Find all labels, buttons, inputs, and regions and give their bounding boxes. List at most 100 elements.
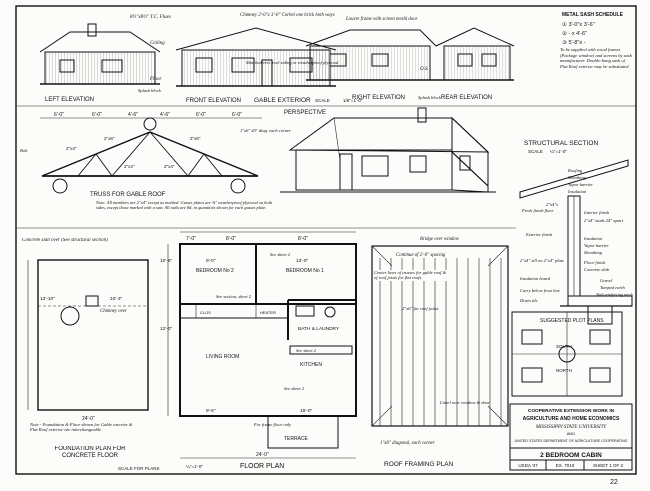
roof-framing-drawing [371,245,509,427]
section-label-2x4: 2"x4"s [546,202,558,207]
note-louvre: Louvre frame with screen meshl door [345,17,418,22]
section-label-studs: 2"x4" studs 24" apart [584,218,624,223]
front-elevation-label: FRONT ELEVATION [186,98,241,104]
elevation-scale-label: SCALE [315,98,330,103]
floor-dim-8: 9'-6" [206,408,216,414]
title-cell-usda: USDA '47 [518,463,538,468]
section-label-insulation-board: Insulation board [519,276,551,281]
floor-note-sheet2-b: See sheet 2 [296,348,317,353]
section-label-drain-tile: Drain tile [519,298,538,303]
floor-dim-3: 8'-0" [298,236,308,242]
section-label-sheathing: Sheathing [568,175,587,180]
room-kitchen: KITCHEN [300,362,322,368]
perspective-title: PERSPECTIVE [284,110,326,116]
right-elevation [305,29,437,81]
section-label-insulation: Insulation [567,189,587,194]
section-scale-label: SCALE [528,149,543,154]
note-chimney: Chimney 2'-0"x 3'-0" Corbel one brick bo… [240,13,335,18]
roof-corner-diagonals [371,245,509,427]
roof-note-diagonal: 1"x6" diagonal, each corner [380,441,435,446]
truss-label-3: 2"x4" [124,164,135,169]
rear-elevation [435,27,515,81]
truss-dim-1: 6'-0" [54,112,64,118]
left-elevation [39,23,161,85]
truss-dim-5: 6'-0" [196,112,206,118]
note-floor: Floor [149,77,161,82]
section-label-roofing: Roofing [567,168,583,173]
foundation-bottom-dim: 24'-0" [82,416,95,422]
sash-schedule-title: METAL SASH SCHEDULE [562,12,624,18]
section-scale-value: ¼"=1'-0" [550,149,567,154]
roof-framing-title: ROOF FRAMING PLAN [384,461,454,468]
plot-plans-title: SUGGESTED PLOT PLANS [540,318,604,324]
section-label-frost-line: Carry below frost line [520,288,560,293]
section-label-floor-finish: Floor finish [583,260,606,265]
note-os: O.S. [420,67,429,72]
foundation-footnote: Note - Foundation & Floor shown for Gabl… [30,422,133,433]
room-terrace: TERRACE [284,436,309,442]
roof-note-lintel: Lintel over window & door [439,400,490,405]
right-elevation-label: RIGHT ELEVATION [352,95,405,101]
section-label-insulation-2: Insulation [583,236,603,241]
roof-note-bridge: Bridge over window [420,237,460,242]
section-label-mesh: Slab reinforcing mesh [596,292,633,297]
floor-note-sheet2-c: See sheet 2 [284,386,305,391]
truss-dim-2: 6'-0" [92,112,102,118]
truss-label-1: 2"x4" [66,146,77,151]
title-block [509,403,633,471]
section-label-gravel: Gravel [600,278,613,283]
floor-dim-6: 12'-0" [160,326,173,332]
title-cell-sheet: SHEET 1 OF 2 [593,463,623,468]
sheet-border [15,5,637,475]
floor-plan-scale: ¼"=1'-0" [186,464,203,469]
floor-note-frame-floor: For frame floor only [253,422,291,427]
floor-dim-2: 8'-0" [226,236,236,242]
section-label-vapor-barrier-2: Vapor barrier [584,243,609,248]
floor-dim-5: 13'-0" [296,258,309,264]
roof-note-continue: Continue of 2'-0" spacing [396,253,446,258]
room-living: LIVING ROOM [206,354,239,360]
truss-note: Note: All members are 2"x4" except as ma… [96,200,273,211]
title-project: 2 BEDROOM CABIN [540,452,602,459]
front-elevation [175,27,337,87]
section-label-vapor-barrier: Vapor barrier [568,182,593,187]
sash-item-3: ③ 5'-8"x - [562,39,586,46]
title-line-5: UNITED STATES DEPARTMENT OF AGRICULTURE … [515,439,628,443]
elevation-scale-value: 1/8"=1'-0" [343,98,363,103]
note-matched-siding: Matched vert. rool siding or weatherproo… [245,60,339,65]
note-flues: 8½"x8½" T.C. Flues [130,15,171,20]
sash-item-1: ① 3'-0"x 3'-6" [562,21,595,28]
foundation-title: FOUNDATION PLAN FOR CONCRETE FLOOR [54,446,126,459]
floor-plan-drawing [167,231,357,459]
floor-note-section-sheet: See section, sheet 2 [216,294,252,300]
plot-plans [511,311,623,397]
sash-schedule-notes: To be supplied with wood frames (Package… [560,47,632,69]
sash-schedule: METAL SASH SCHEDULE ① 3'-0"x 3'-6" ② - x… [560,12,632,69]
truss-dim-4: 4'-6" [160,112,170,118]
rear-elevation-label: REAR ELEVATION [441,95,492,101]
section-label-concrete-slab: Concrete slab [584,267,610,272]
truss-label-5: 2"x6" [190,136,201,141]
room-bedroom-2: BEDROOM No 2 [196,268,234,274]
sash-item-2: ② - x 4'-6" [562,30,587,37]
gable-exterior-label: GABLE EXTERIOR [254,97,311,104]
floor-dim-10: 24'-0" [256,452,269,458]
truss-title: TRUSS FOR GABLE ROOF [90,192,166,198]
room-closet: CLOS [200,310,211,315]
plot-south-label: SOUTH [556,344,572,349]
note-splash-block: Splash block [138,88,162,93]
floor-note-sheet2-a: See sheet 2 [270,252,291,257]
title-cell-ex: EX. 7010 [556,463,575,468]
room-heater: HEATER [260,310,276,315]
plot-north-label: NORTH [556,368,572,373]
plans-scale-label: SCALE FOR PLANS [118,466,160,471]
section-label-tamped-earth: Tamped earth [600,285,625,290]
title-line-3: MISSISSIPPI STATE UNIVERSITY [535,425,608,430]
room-bath-laundry: BATH & LAUNDRY [298,326,340,332]
floor-dim-7: 10'-6" [160,258,173,264]
title-line-4: AND [567,431,576,436]
truss-dim-6: 6'-0" [232,112,242,118]
truss-corner-note: 1"x6" 45° diag. each corner [240,128,291,133]
foundation-slab-note: Concrete slab over (See structural secti… [22,238,108,243]
